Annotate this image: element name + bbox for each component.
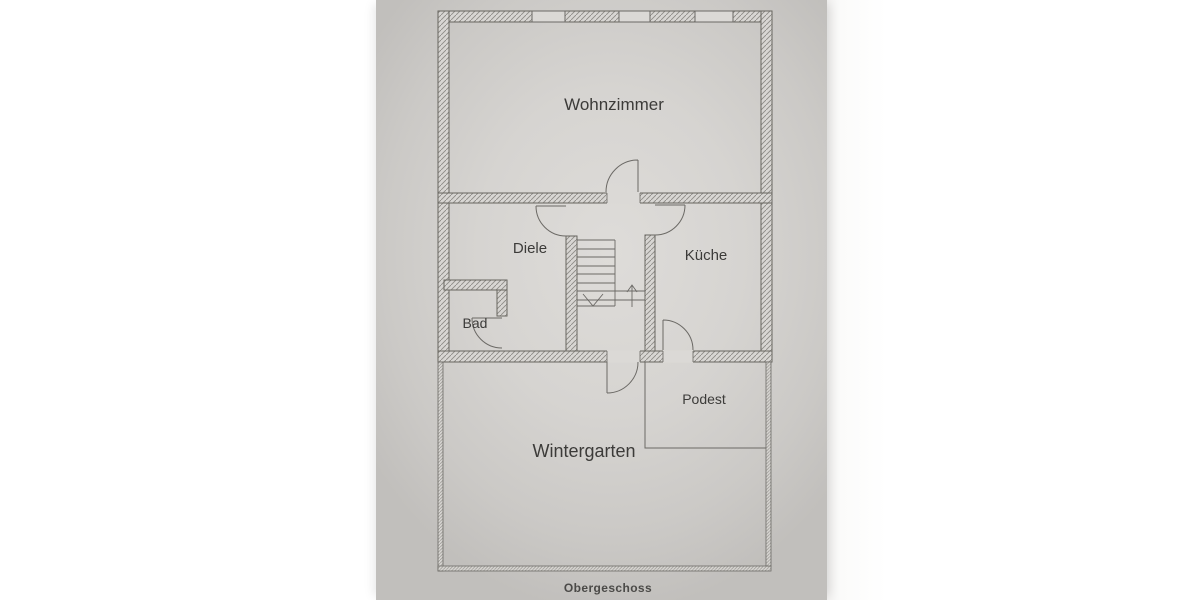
window-1 [531, 10, 566, 23]
photo-left-margin [0, 0, 376, 600]
room-label-podest: Podest [682, 391, 726, 407]
stair-upper-steps [615, 290, 645, 301]
room-label-wohnzimmer: Wohnzimmer [564, 95, 664, 114]
exterior-walls [437, 10, 773, 363]
room-label-kueche: Küche [685, 247, 728, 264]
staircase [577, 239, 645, 307]
window-2 [618, 10, 651, 23]
wall-stair-right [644, 234, 656, 352]
photo-right-margin [827, 0, 1200, 600]
stair-down-arrow [582, 293, 604, 307]
opening-kueche-podest-door [663, 350, 693, 363]
door-kueche-hall [654, 204, 686, 236]
interior-walls [443, 234, 656, 352]
wintergarten-walls [437, 361, 772, 572]
wall-wintergarten-bottom [437, 565, 772, 572]
door-wintergarten [606, 361, 639, 394]
opening-wintergarten-door [607, 350, 640, 363]
wall-wintergarten-right [765, 361, 772, 567]
stair-up-arrow [626, 284, 638, 307]
floor-title: Obergeschoss [564, 581, 652, 595]
door-wohnzimmer [605, 159, 639, 193]
room-labels: Wohnzimmer Diele Küche Bad Podest Winter… [463, 95, 728, 595]
plan-paper-sheet: Wohnzimmer Diele Küche Bad Podest Winter… [376, 0, 827, 600]
room-label-wintergarten: Wintergarten [532, 441, 635, 461]
door-kueche-podest [662, 319, 694, 351]
window-3 [694, 10, 734, 23]
door-openings [606, 192, 694, 363]
wall-bad-right [496, 289, 508, 317]
podest-outline [644, 362, 766, 449]
doors [471, 159, 694, 394]
wall-right [760, 10, 773, 363]
jamb-ticks-kueche-podest-door [662, 351, 694, 362]
wall-stair-left [565, 235, 578, 352]
wall-left [437, 10, 450, 363]
door-diele [535, 205, 567, 237]
room-label-bad: Bad [463, 315, 488, 331]
opening-wohnzimmer-door [607, 192, 640, 204]
wall-wohnzimmer-bottom [437, 192, 773, 204]
wall-section-bottom [437, 350, 773, 363]
jamb-ticks-wohnzimmer-door [606, 193, 641, 203]
room-label-diele: Diele [513, 240, 547, 257]
stair-treads [577, 239, 615, 301]
door-bad [471, 317, 503, 349]
wall-bad-top [443, 279, 508, 291]
wall-wintergarten-left [437, 361, 444, 572]
windows [531, 10, 734, 23]
floor-plan-drawing: Wohnzimmer Diele Küche Bad Podest Winter… [437, 10, 773, 595]
jamb-ticks-wintergarten-door [606, 351, 641, 362]
